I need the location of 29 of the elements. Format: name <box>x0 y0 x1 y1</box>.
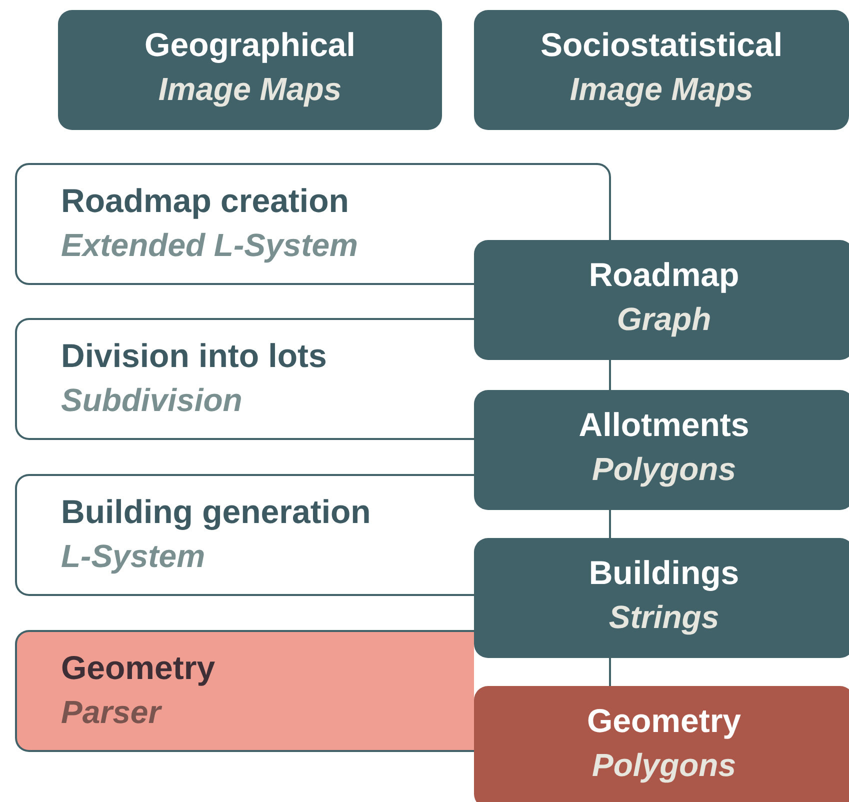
box-subheading: L-System <box>61 538 206 574</box>
process-box <box>15 630 474 752</box>
process-box <box>15 474 474 596</box>
output-box <box>474 538 849 658</box>
box-subheading: Extended L-System <box>61 227 358 263</box>
box-heading: Geometry <box>586 702 742 739</box>
box-heading: Geometry <box>61 649 216 686</box>
box-subheading: Polygons <box>592 451 736 487</box>
box-subheading: Subdivision <box>61 382 242 418</box>
box-heading: Buildings <box>588 554 740 591</box>
output-box <box>474 10 849 130</box>
box-heading: Building generation <box>61 493 371 530</box>
box-subheading: Image Maps <box>158 71 342 107</box>
box-subheading: Polygons <box>592 747 736 783</box>
output-box <box>58 10 442 130</box>
box-heading: Roadmap <box>588 256 740 293</box>
box-heading: Sociostatistical <box>540 26 783 63</box>
output-box <box>474 240 849 360</box>
box-subheading: Strings <box>608 599 720 635</box>
box-heading: Roadmap creation <box>61 182 349 219</box>
box-subheading: Graph <box>616 301 712 337</box>
box-heading: Geographical <box>144 26 356 63</box>
output-box <box>474 686 849 802</box>
output-box <box>474 390 849 510</box>
box-heading: Division into lots <box>61 337 327 374</box>
process-box <box>15 318 474 440</box>
box-heading: Allotments <box>578 406 750 443</box>
box-subheading: Image Maps <box>570 71 754 107</box>
box-subheading: Parser <box>61 694 161 730</box>
